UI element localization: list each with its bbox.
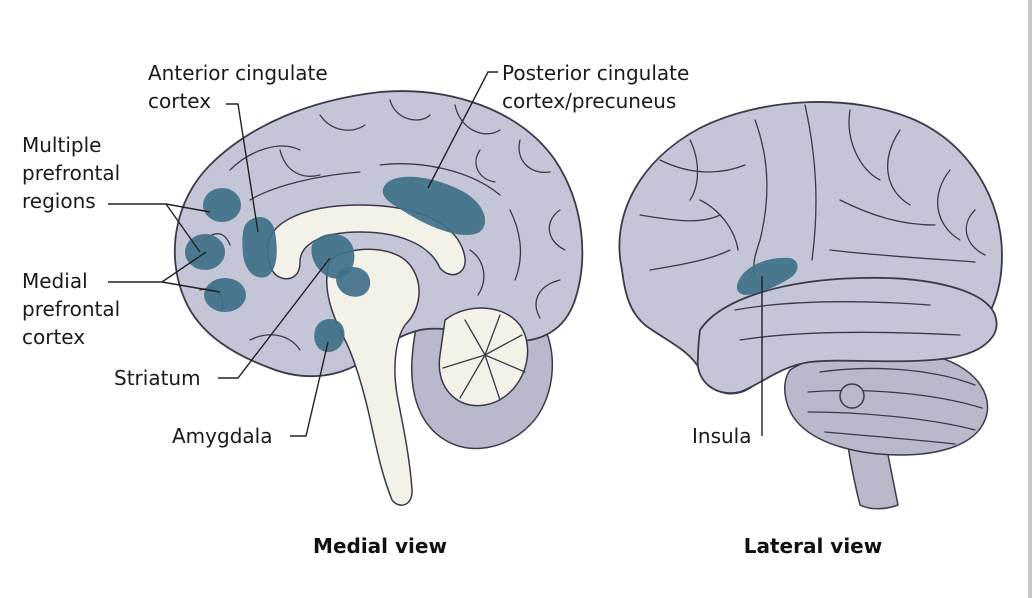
medial-rois	[185, 176, 486, 353]
leader-lines	[108, 71, 763, 437]
medial-gyri	[199, 99, 566, 351]
roi-thalamic	[336, 266, 371, 297]
roi-prefrontal-upper	[203, 188, 241, 222]
label-prefrontal-line1: Multiple	[22, 133, 101, 157]
label-anterior-cingulate-line2: cortex	[148, 89, 211, 113]
lateral-brain	[618, 101, 1003, 510]
right-edge-border	[1028, 0, 1032, 598]
roi-medial-prefrontal	[204, 278, 246, 312]
lateral-cerebellum-folia	[807, 367, 983, 445]
label-medial-prefrontal-line1: Medial	[22, 269, 88, 293]
lateral-cerebellum	[784, 349, 989, 456]
label-insula: Insula	[692, 424, 751, 448]
labels: Anterior cingulate cortex Posterior cing…	[22, 61, 882, 558]
roi-amygdala	[314, 318, 345, 353]
lateral-gyri	[639, 104, 986, 341]
roi-anterior-cingulate	[242, 216, 277, 278]
label-amygdala: Amygdala	[172, 424, 272, 448]
arbor-vitae	[438, 307, 529, 407]
label-prefrontal-line3: regions	[22, 189, 96, 213]
corpus-callosum	[266, 204, 466, 280]
label-medial-prefrontal-line3: cortex	[22, 325, 85, 349]
label-striatum: Striatum	[114, 366, 201, 390]
label-posterior-cingulate-line2: cortex/precuneus	[502, 89, 676, 113]
label-anterior-cingulate-line1: Anterior cingulate	[148, 61, 328, 85]
roi-posterior-cingulate	[382, 176, 486, 236]
roi-insula	[736, 257, 798, 295]
label-prefrontal-line2: prefrontal	[22, 161, 120, 185]
label-posterior-cingulate-line1: Posterior cingulate	[502, 61, 689, 85]
lateral-temporal-lobe	[696, 276, 998, 395]
caption-medial-view: Medial view	[313, 534, 447, 558]
label-medial-prefrontal-line2: prefrontal	[22, 297, 120, 321]
brainstem	[326, 248, 420, 506]
medial-brain	[174, 90, 584, 506]
caption-lateral-view: Lateral view	[744, 534, 882, 558]
